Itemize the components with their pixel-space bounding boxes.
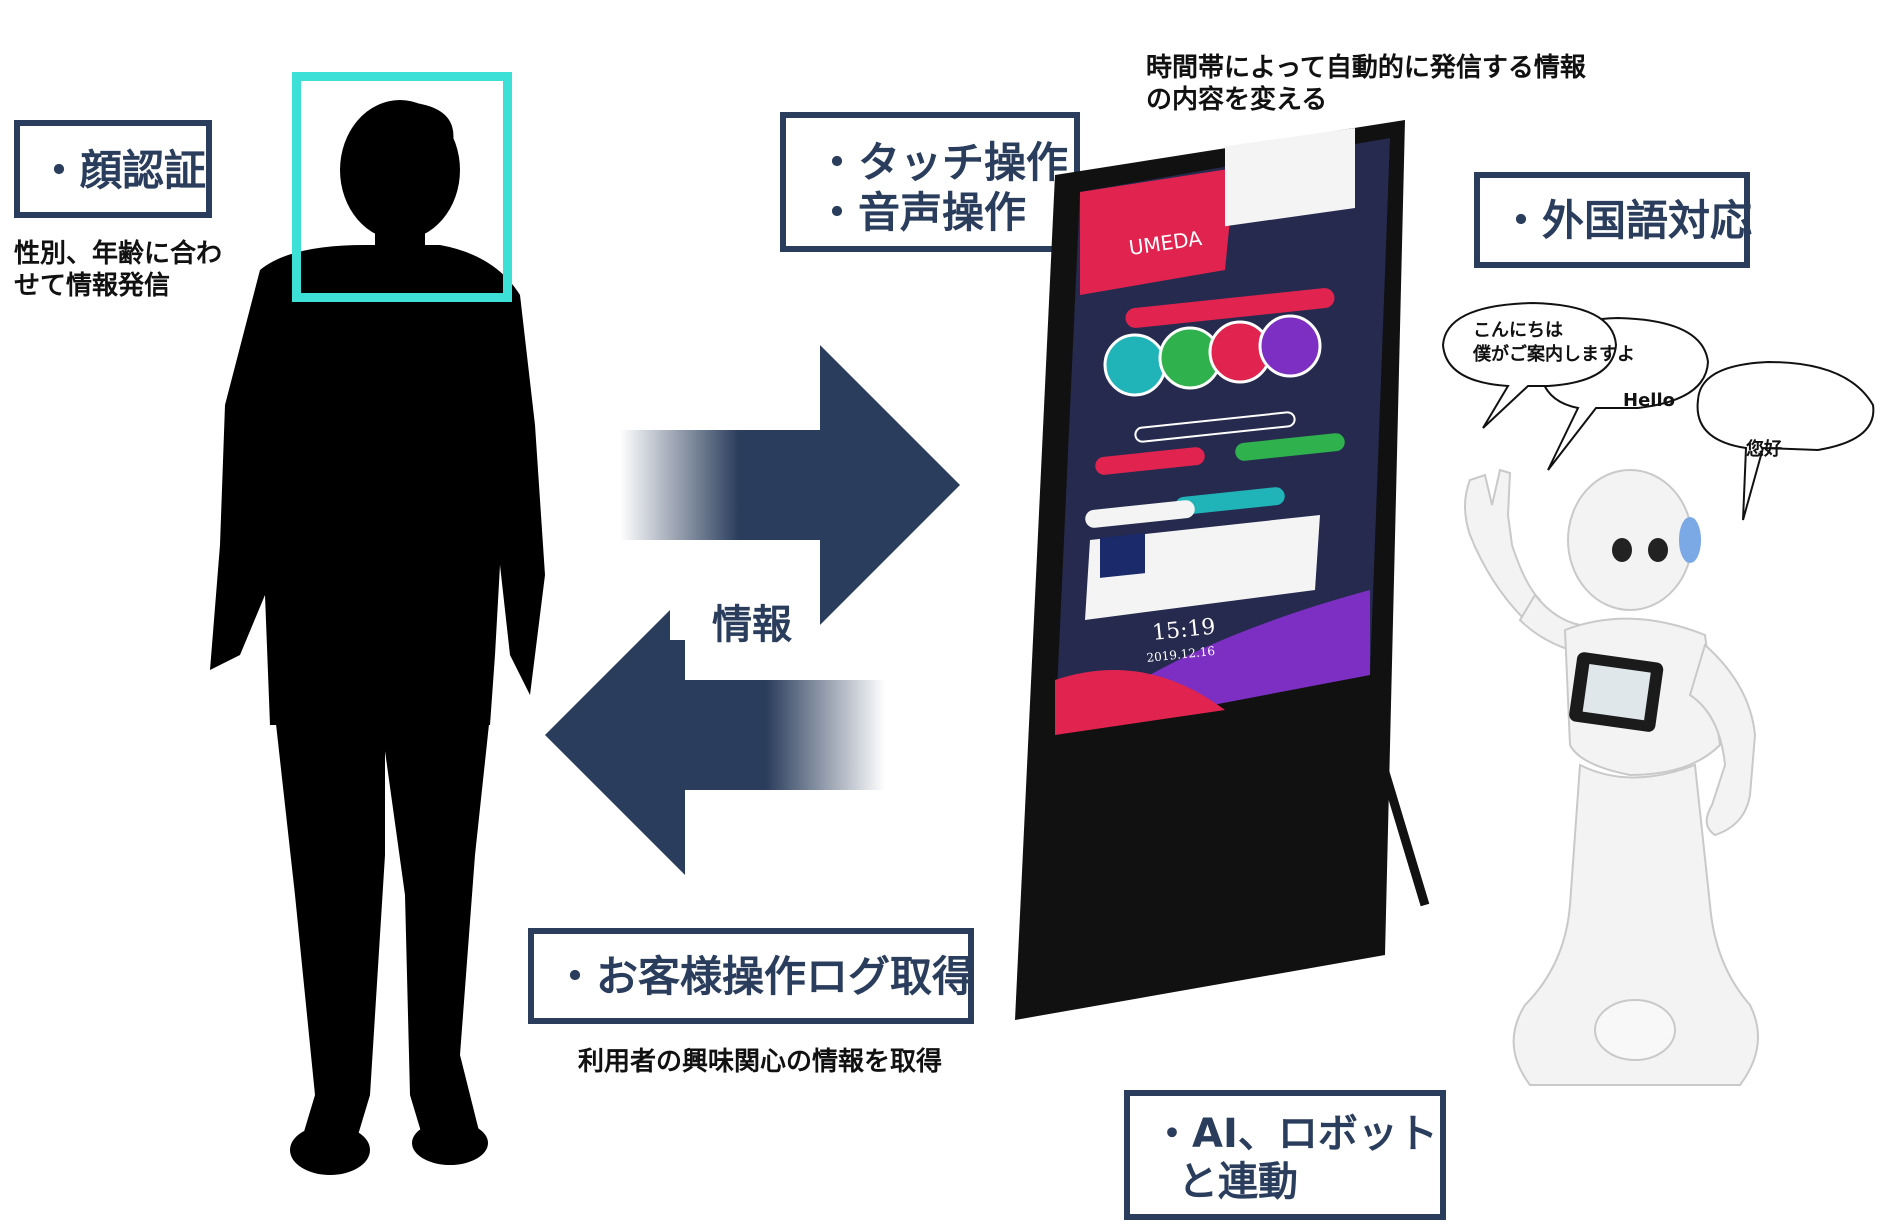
log-label: ・お客様操作ログ取得 bbox=[554, 952, 975, 1001]
ai-label-line1: ・AI、ロボット bbox=[1152, 1111, 1438, 1157]
bubble-greeting-line1: こんにちは bbox=[1473, 320, 1563, 341]
bubble-greeting-line2: 僕がご案内しますよ bbox=[1472, 343, 1635, 365]
bubble-nihao: 您好 bbox=[1746, 438, 1782, 460]
digital-signage-icon: UMEDA 15:19 2019.12.16 bbox=[1015, 120, 1430, 1020]
info-label: 情報 bbox=[712, 602, 792, 648]
face-auth-box: ・顔認証 bbox=[14, 120, 212, 218]
touch-voice-box: ・タッチ操作 ・音声操作 bbox=[780, 112, 1080, 252]
face-auth-label: ・顔認証 bbox=[38, 146, 207, 195]
robot-icon bbox=[1464, 468, 1759, 1086]
log-box: ・お客様操作ログ取得 bbox=[528, 928, 974, 1024]
person-silhouette-icon bbox=[210, 100, 545, 1175]
speech-bubble-icon: こんにちは 僕がご案内しますよ Hello 您好 bbox=[1441, 301, 1875, 521]
touch-label: ・タッチ操作 bbox=[816, 138, 1069, 187]
foreign-language-box: ・外国語対応 bbox=[1474, 172, 1753, 268]
arrow-right-icon bbox=[620, 345, 960, 625]
bubble-hello: Hello bbox=[1623, 390, 1675, 411]
foreign-label: ・外国語対応 bbox=[1500, 196, 1753, 245]
ai-robot-box: ・AI、ロボット と連動 bbox=[1124, 1090, 1446, 1220]
face-frame-icon bbox=[292, 72, 512, 302]
ai-label-line2: と連動 bbox=[1178, 1159, 1298, 1205]
time-note: 時間帯によって自動的に発信する情報 の内容を変える bbox=[1146, 53, 1586, 115]
face-auth-note: 性別、年齢に合わ せて情報発信 bbox=[14, 239, 223, 301]
log-note: 利用者の興味関心の情報を取得 bbox=[578, 1047, 943, 1077]
info-exchange-arrows bbox=[545, 345, 960, 875]
arrow-left-icon bbox=[545, 595, 885, 875]
voice-label: ・音声操作 bbox=[816, 188, 1027, 237]
